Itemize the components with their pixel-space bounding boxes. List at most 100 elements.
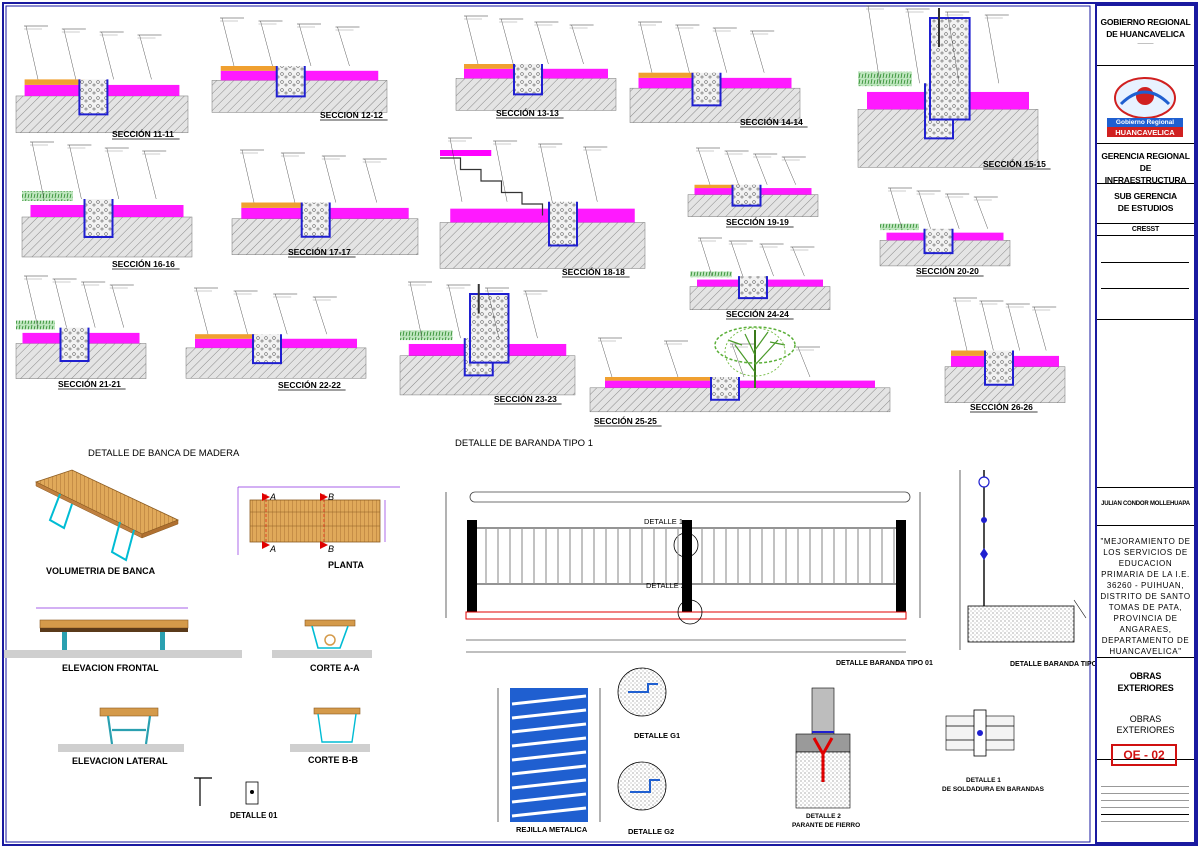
- section-drawing: [15, 275, 147, 379]
- section-label: SECCIÓN 20-20: [916, 265, 979, 276]
- corte-bb-drawing: [290, 707, 370, 752]
- government-small-text: ————: [1137, 40, 1154, 45]
- bench-volumetria-drawing: [34, 469, 180, 562]
- project-name: "MEJORAMIENTO DE LOS SERVICIOS DE EDUCAC…: [1100, 537, 1191, 656]
- bench-planta-drawing: [237, 486, 400, 555]
- rejilla-bars: [511, 694, 587, 818]
- section-label: SECCIÓN 22-22: [278, 379, 341, 390]
- tree-illustration: [714, 326, 796, 388]
- railing-detalle1-callout: DETALLE 1: [644, 517, 683, 526]
- detalle2-subtitle: PARANTE DE FIERRO: [792, 822, 860, 829]
- government-line-1: GOBIERNO REGIONAL: [1100, 17, 1191, 27]
- railing-detail: DETALLE DE BARANDA TIPO 1 DETALLE 1 DETA…: [445, 438, 1107, 836]
- corte-bb-label: CORTE B-B: [308, 755, 358, 765]
- section-drawing: [399, 281, 576, 396]
- title-block: GOBIERNO REGIONAL DE HUANCAVELICA ———— G…: [1095, 4, 1196, 844]
- detalle2-title: DETALLE 2: [806, 813, 841, 820]
- detalle1-subtitle: DE SOLDADURA EN BARANDAS: [942, 786, 1045, 793]
- railing-detalle2-callout: DETALLE 2: [646, 581, 685, 590]
- bench-detalle-01-drawing: [194, 777, 259, 806]
- detalle-g2-label: DETALLE G2: [628, 827, 674, 836]
- title-block-project: "MEJORAMIENTO DE LOS SERVICIOS DE EDUCAC…: [1097, 528, 1194, 658]
- metadata-lines: [1101, 780, 1189, 828]
- bench-elevacion-lateral-drawing: [58, 707, 184, 752]
- grate-bar: [511, 792, 587, 804]
- elevacion-lateral-label: ELEVACION LATERAL: [72, 756, 168, 766]
- detalle1-title: DETALLE 1: [966, 777, 1001, 784]
- elevacion-frontal-label: ELEVACION FRONTAL: [62, 663, 159, 673]
- section-mark-b-top: B: [328, 492, 334, 502]
- title-block-plan-name: OBRAS EXTERIORES OBRAS EXTERIORES: [1097, 660, 1194, 760]
- title-block-logo: Gobierno Regional HUANCAVELICA: [1097, 68, 1194, 144]
- detalle-01-label: DETALLE 01: [230, 811, 278, 820]
- title-block-subgerencia: SUB GERENCIA DE ESTUDIOS: [1097, 186, 1194, 224]
- section-drawing: [589, 337, 891, 413]
- section-mark-a-bottom: A: [269, 544, 276, 554]
- logo-text-line-1: Gobierno Regional: [1115, 119, 1175, 126]
- section-label: SECCIÓN 26-26: [970, 401, 1033, 412]
- section-label: SECCIÓN 17-17: [288, 246, 351, 257]
- plan-name-line-1: OBRAS: [1129, 671, 1162, 681]
- detalle2-parante-drawing: [795, 687, 851, 809]
- plan-name-line-2: EXTERIORES: [1117, 683, 1174, 693]
- bench-detail: DETALLE DE BANCA DE MADERA VOLUMETRIA DE…: [4, 448, 400, 820]
- title-block-engineer: JULIAN CONDOR MOLLEHUAPA: [1097, 490, 1194, 526]
- grate-bar: [511, 708, 587, 720]
- title-block-signatures: [1097, 236, 1194, 320]
- section-drawing: [439, 137, 646, 269]
- signature-box-1: [1101, 240, 1189, 263]
- section-label: SECCIÓN 19-19: [726, 216, 789, 227]
- detalle-g2-drawing: [617, 761, 667, 811]
- section-label: SECCIÓN 25-25: [594, 415, 657, 426]
- railing-balusters: [485, 528, 895, 584]
- detalle1-soldadura-drawing: [945, 709, 1015, 757]
- section-drawing: [455, 15, 617, 111]
- grate-bar: [511, 750, 587, 762]
- grate-bar: [511, 694, 587, 706]
- corte-aa-label: CORTE A-A: [310, 663, 360, 673]
- section-drawing: [944, 297, 1066, 403]
- grate-bar: [511, 778, 587, 790]
- bench-volumetria-label: VOLUMETRIA DE BANCA: [46, 566, 156, 576]
- title-block-government: GOBIERNO REGIONAL DE HUANCAVELICA ————: [1097, 16, 1194, 66]
- section-label: SECCIÓN 18-18: [562, 266, 625, 277]
- section-drawing: [211, 17, 388, 113]
- section-mark-b-bottom: B: [328, 544, 334, 554]
- cresst-label: CRESST: [1131, 226, 1160, 233]
- government-line-2: DE HUANCAVELICA: [1106, 29, 1185, 39]
- sheet-code-box: OE - 02: [1111, 744, 1177, 766]
- section-label: SECCION 12-12: [320, 110, 383, 120]
- bench-elevacion-frontal-drawing: [4, 607, 242, 658]
- baranda-elevation-label: DETALLE BARANDA TIPO 01: [836, 660, 933, 667]
- section-label: SECCIÓN 13-13: [496, 107, 559, 118]
- section-drawing: [879, 187, 1011, 267]
- grate-bar: [511, 736, 587, 748]
- section-drawing: [185, 287, 367, 379]
- bench-detail-title: DETALLE DE BANCA DE MADERA: [88, 448, 240, 459]
- section-label: SECCIÓN 15-15: [983, 158, 1046, 169]
- gerencia-line-2: INFRAESTRUCTURA: [1104, 175, 1187, 185]
- detalle-g1-label: DETALLE G1: [634, 731, 680, 740]
- section-label: SECCIÓN 21-21: [58, 378, 121, 389]
- section-drawing: [21, 141, 193, 258]
- corte-aa-drawing: [272, 619, 372, 658]
- engineer-name: JULIAN CONDOR MOLLEHUAPA: [1101, 501, 1190, 507]
- rejilla-label: REJILLA METALICA: [516, 825, 588, 834]
- gerencia-line-1: GERENCIA REGIONAL DE: [1101, 151, 1190, 173]
- section-drawing: [231, 149, 419, 255]
- subgerencia-line-2: DE ESTUDIOS: [1117, 203, 1174, 213]
- title-block-metadata: [1097, 774, 1194, 842]
- grate-bar: [511, 764, 587, 776]
- title-block-stamp-area: [1097, 322, 1194, 488]
- sheet-code: OE - 02: [1123, 748, 1165, 762]
- section-drawing: [629, 21, 801, 123]
- section-drawing: [15, 25, 189, 134]
- railing-detail-title: DETALLE DE BARANDA TIPO 1: [455, 438, 593, 449]
- regional-government-logo: Gobierno Regional HUANCAVELICA: [1105, 74, 1185, 138]
- section-label: SECCIÓN 14-14: [740, 116, 803, 127]
- drawing-area-border: [5, 5, 1091, 843]
- title-block-gerencia: GERENCIA REGIONAL DE INFRAESTRUCTURA: [1097, 146, 1194, 185]
